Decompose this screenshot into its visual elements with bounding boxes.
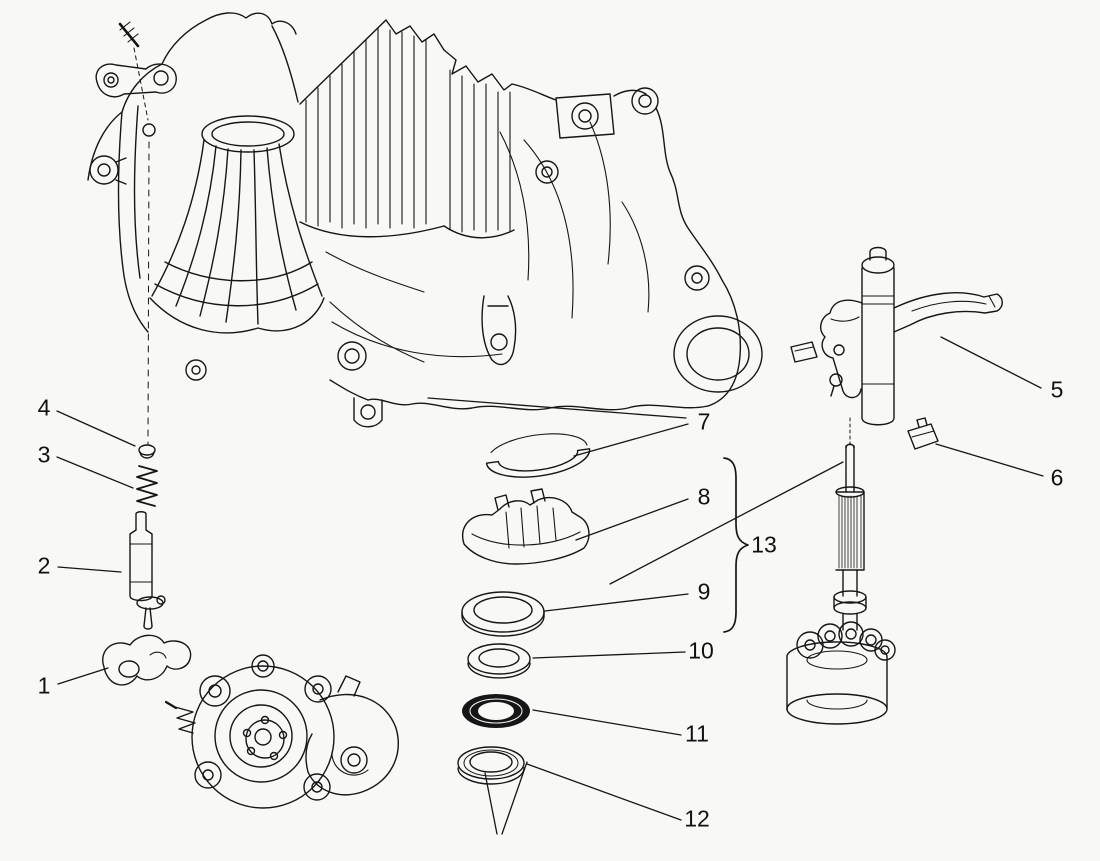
- leader-line-8: [575, 498, 689, 541]
- callout-label-2: 2: [37, 552, 51, 579]
- shift-fork-assembly: [790, 246, 1003, 426]
- callout-label-12: 12: [684, 805, 710, 832]
- callout-label-4: 4: [37, 394, 51, 421]
- assembly-centerline: [133, 47, 851, 447]
- leader-line-5: [940, 336, 1042, 389]
- leader-line-6: [935, 443, 1044, 477]
- shift-cam: [102, 634, 192, 686]
- callout-label-8: 8: [697, 483, 711, 510]
- pivot-bracket: [95, 63, 177, 98]
- detent-seat: [138, 444, 156, 459]
- callout-label-6: 6: [1050, 464, 1064, 491]
- transaxle-housing: [87, 12, 763, 428]
- hub-drum: [786, 621, 896, 725]
- spline-shaft: [833, 443, 867, 631]
- leader-line-9: [544, 593, 689, 612]
- half-thrust-washer: [485, 433, 591, 478]
- control-spool: [129, 511, 166, 630]
- leader-line-4: [56, 410, 136, 447]
- leader-line-13: [609, 461, 844, 585]
- group-brace-13: [723, 457, 749, 633]
- leader-line-12: [526, 763, 682, 821]
- callout-label-9: 9: [697, 578, 711, 605]
- retainer-block: [907, 417, 939, 450]
- leader-line-7: [573, 423, 689, 457]
- detent-spring: [136, 465, 158, 507]
- charge-pump-assembly: [164, 654, 399, 809]
- leader-line-bottom-b: [484, 772, 498, 835]
- leader-line-bottom-a: [501, 761, 528, 835]
- leader-line-7b: [427, 397, 687, 419]
- leader-line-2: [57, 566, 122, 573]
- flat-washer-lower: [457, 746, 525, 785]
- leader-line-3: [56, 456, 134, 489]
- callout-label-10: 10: [688, 637, 714, 664]
- bearing-ring: [461, 591, 545, 637]
- leader-line-1: [57, 667, 109, 685]
- callout-label-11: 11: [685, 720, 709, 747]
- callout-label-7: 7: [697, 408, 711, 435]
- oil-seal: [462, 694, 530, 728]
- leader-line-11: [532, 709, 682, 736]
- callout-label-1: 1: [37, 672, 51, 699]
- leader-lines: [56, 336, 1044, 835]
- callout-label-3: 3: [37, 441, 51, 468]
- callout-label-13: 13: [751, 531, 777, 558]
- shift-block: [461, 488, 590, 565]
- callout-label-5: 5: [1050, 376, 1064, 403]
- leader-line-10: [532, 651, 686, 659]
- flat-washer-upper: [467, 643, 531, 679]
- adjustment-screw: [118, 21, 140, 48]
